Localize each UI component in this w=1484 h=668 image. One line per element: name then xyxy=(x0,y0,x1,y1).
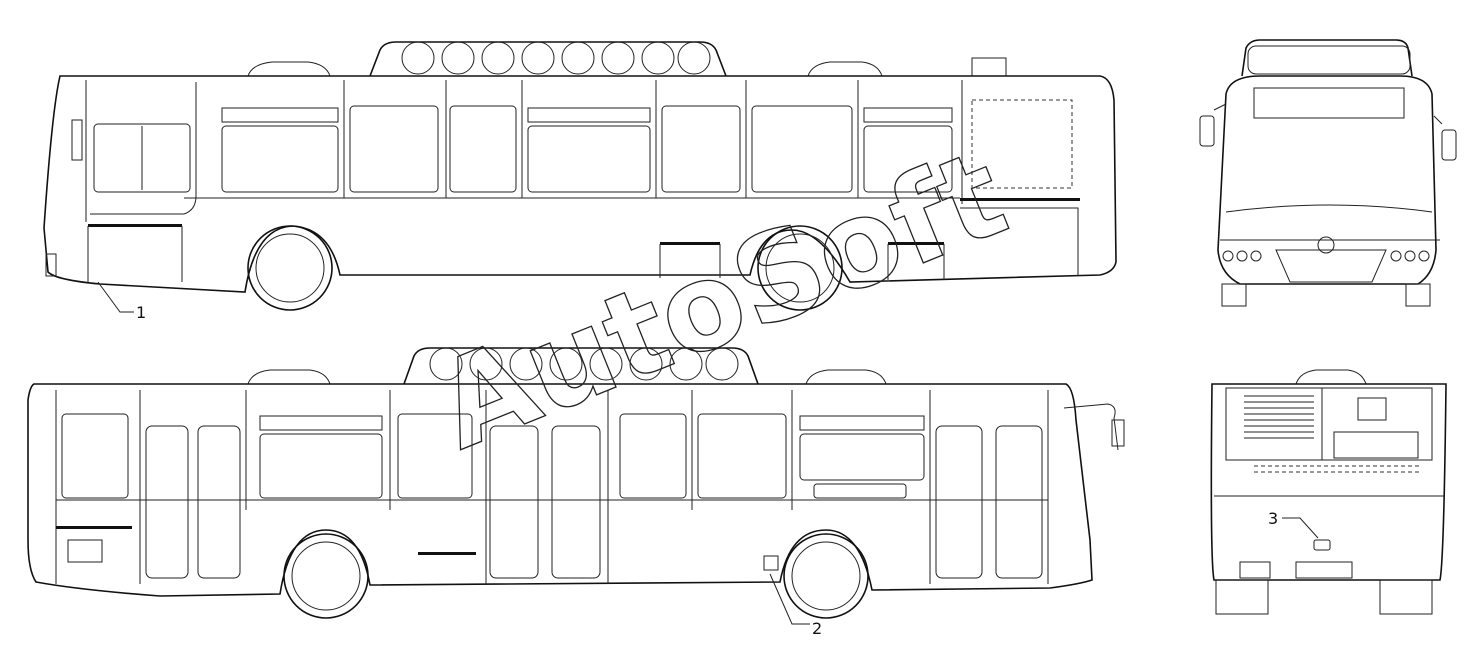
callout-3-label: 3 xyxy=(1268,509,1278,528)
callout-1: 1 xyxy=(97,281,146,322)
roof-gas-tanks-right xyxy=(429,347,739,381)
callout-1-label: 1 xyxy=(136,303,146,322)
callout-3: 3 xyxy=(1268,509,1319,539)
rear-wheel-right-view xyxy=(283,533,369,619)
passenger-doors xyxy=(145,425,1043,579)
engine-grille xyxy=(1244,395,1314,439)
side-windows-right xyxy=(61,413,925,499)
headlights xyxy=(1222,250,1430,262)
bus-side-view-left xyxy=(43,41,1117,311)
bus-front-view xyxy=(1199,39,1457,307)
front-wheel-left-view xyxy=(247,225,333,311)
roof-gas-tanks xyxy=(401,41,711,75)
rear-wheel-left-view xyxy=(757,225,843,311)
watermark-logo: AutoSoft xyxy=(419,125,1024,477)
callout-2: 2 xyxy=(769,573,822,638)
bus-rear-view xyxy=(1210,369,1447,615)
front-wheel-right-view xyxy=(783,533,869,619)
callout-2-label: 2 xyxy=(812,619,822,638)
bus-side-view-right xyxy=(27,347,1125,619)
side-windows-left xyxy=(93,99,1073,193)
